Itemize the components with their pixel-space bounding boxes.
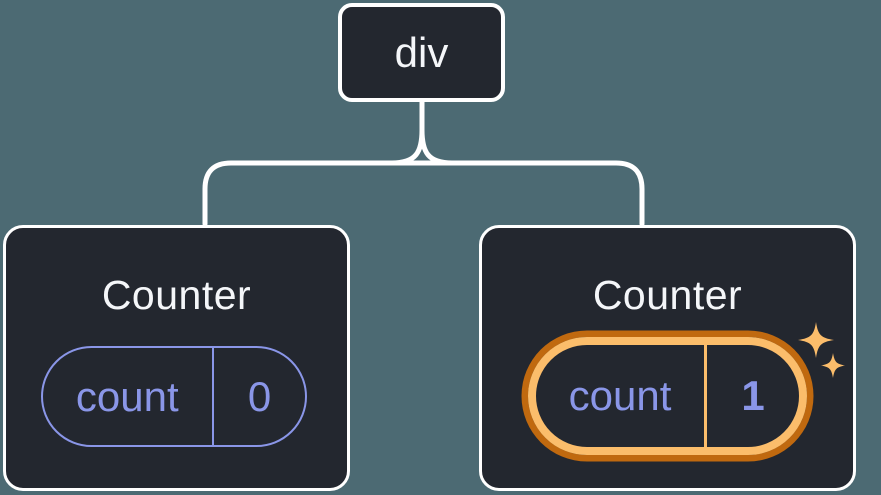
state-value: 0	[247, 372, 272, 420]
connector-stem-left	[389, 98, 425, 166]
pill-divider	[211, 348, 214, 445]
state-pill-highlighted: count 1	[528, 337, 807, 455]
state-key: count	[568, 372, 672, 419]
pill-divider	[704, 345, 707, 447]
state-key: count	[75, 372, 179, 420]
counter-card-left: Counter count 0	[3, 225, 350, 491]
card-title: Counter	[101, 272, 252, 318]
sparkles-icon	[798, 322, 845, 378]
state-pill: count 0	[41, 346, 307, 447]
connector-stem-right	[419, 98, 455, 166]
connector-rail	[202, 160, 645, 227]
card-title: Counter	[592, 272, 743, 318]
root-node-label: div	[394, 28, 449, 76]
counter-card-right: Counter count 1	[479, 225, 856, 491]
state-value: 1	[741, 372, 765, 419]
root-node: div	[338, 3, 505, 102]
